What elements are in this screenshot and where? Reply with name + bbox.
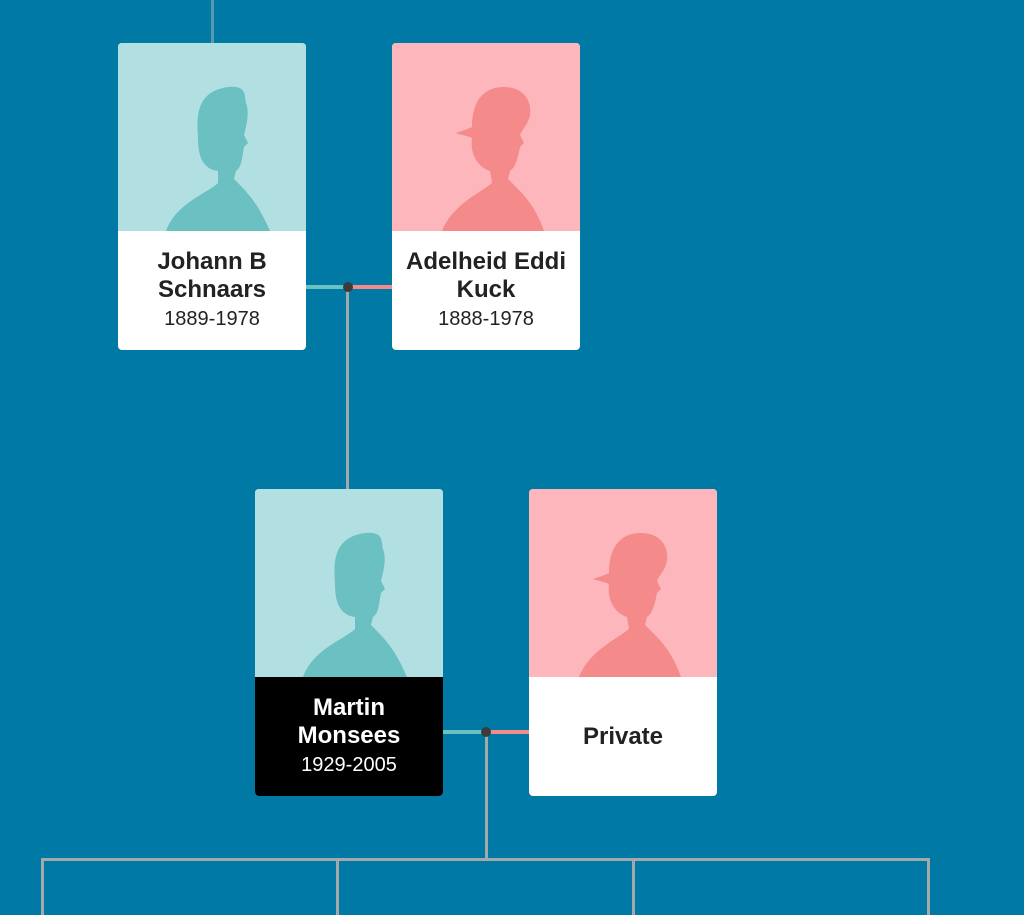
- person-years: 1889-1978: [164, 307, 260, 330]
- person-card-adelheid[interactable]: Adelheid Eddi Kuck 1888-1978: [392, 43, 580, 350]
- spouse-connector-male: [305, 285, 348, 289]
- child-connector: [346, 287, 349, 489]
- person-years: 1888-1978: [438, 307, 534, 330]
- female-silhouette-icon: [392, 43, 580, 231]
- marriage-dot: [343, 282, 353, 292]
- children-bar: [41, 858, 930, 861]
- person-name: Martin Monsees: [297, 693, 401, 749]
- male-silhouette-icon: [118, 43, 306, 231]
- connector-top: [211, 0, 214, 43]
- children-connector: [485, 732, 488, 860]
- person-card-private[interactable]: Private: [529, 489, 717, 796]
- child-drop: [41, 858, 44, 915]
- person-card-johann[interactable]: Johann B Schnaars 1889-1978: [118, 43, 306, 350]
- marriage-dot: [481, 727, 491, 737]
- spouse-connector-female: [348, 285, 392, 289]
- person-name: Private: [582, 722, 664, 750]
- person-name: Adelheid Eddi Kuck: [405, 247, 566, 303]
- child-drop: [927, 858, 930, 915]
- person-card-martin[interactable]: Martin Monsees 1929-2005: [255, 489, 443, 796]
- person-name: Johann B Schnaars: [157, 247, 267, 303]
- child-drop: [632, 858, 635, 915]
- person-years: 1929-2005: [301, 753, 397, 776]
- spouse-connector-male: [443, 730, 486, 734]
- child-drop: [336, 858, 339, 915]
- female-silhouette-icon: [529, 489, 717, 677]
- male-silhouette-icon: [255, 489, 443, 677]
- spouse-connector-female: [486, 730, 529, 734]
